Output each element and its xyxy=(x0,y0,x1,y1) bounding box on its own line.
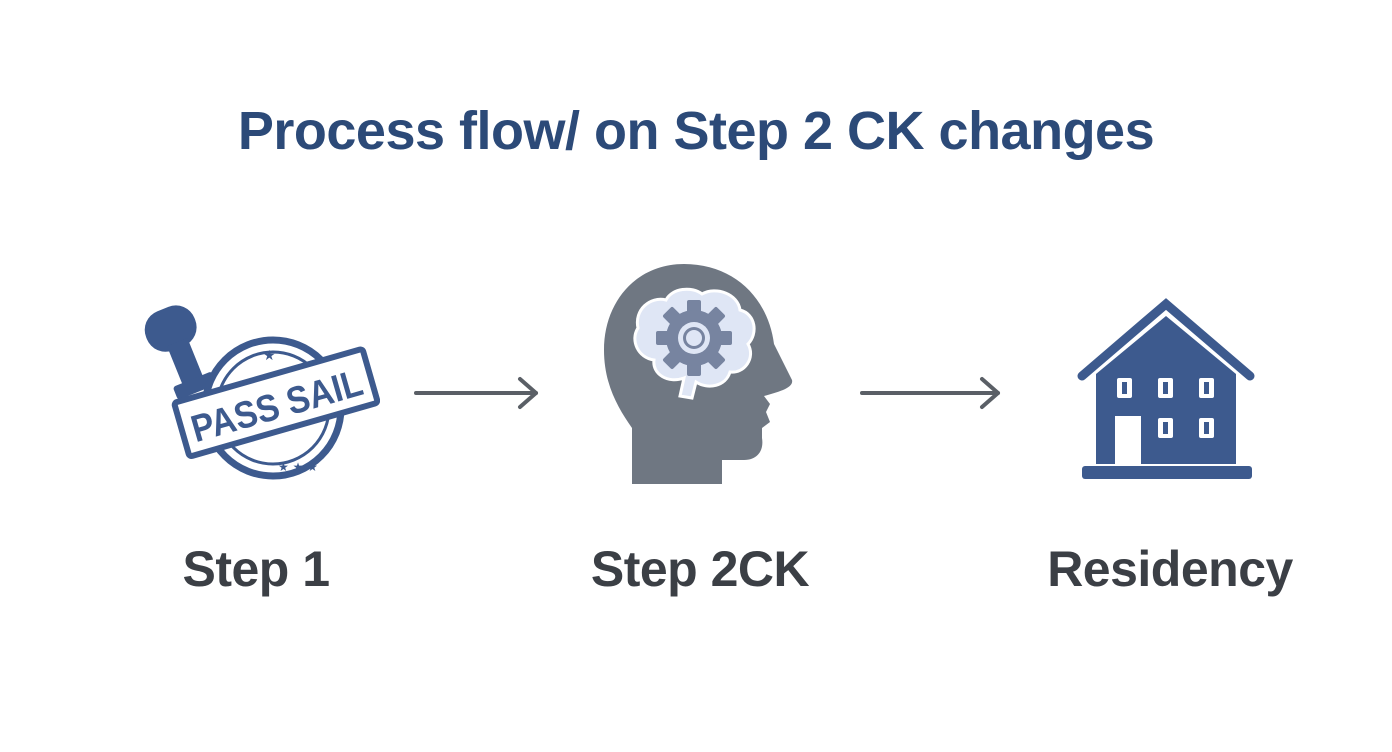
diagram-title: Process flow/ on Step 2 CK changes xyxy=(237,101,1155,161)
residency-label: Residency xyxy=(1047,541,1293,597)
svg-text:★ ★ ★: ★ ★ ★ xyxy=(278,460,318,474)
pass-fail-stamp-icon: ★ ★ ★ ★ PASS SAIL xyxy=(144,305,380,480)
brain-gear-head-icon xyxy=(604,264,793,484)
arrow-right-icon xyxy=(860,377,1000,409)
house-icon xyxy=(1077,298,1255,479)
svg-text:★: ★ xyxy=(263,348,276,364)
step-1-label: Step 1 xyxy=(182,541,330,597)
arrow-right-icon xyxy=(414,377,538,409)
step-2ck-label: Step 2CK xyxy=(590,541,810,597)
